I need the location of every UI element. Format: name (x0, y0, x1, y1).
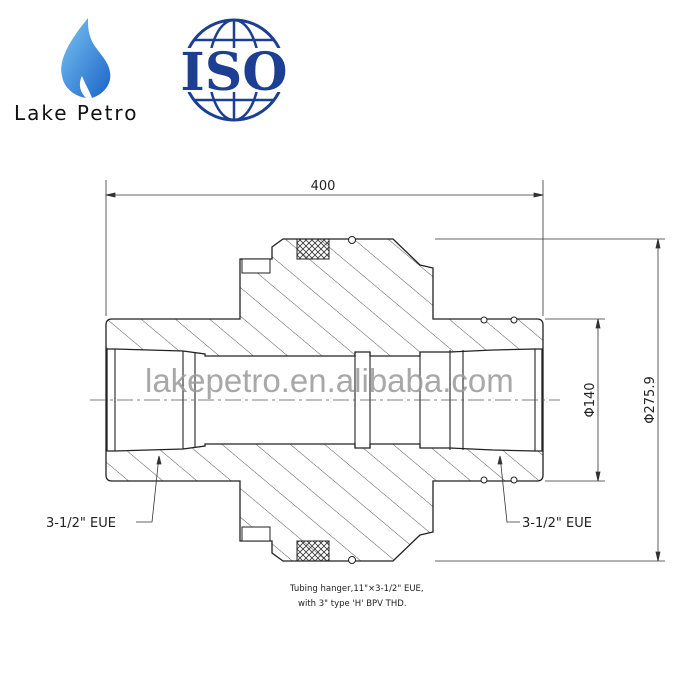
watermark: lakepetro.en.alibaba.com (145, 362, 514, 399)
iso-logo: ISO (172, 18, 296, 122)
right-thread-label: 3-1/2" EUE (522, 516, 592, 531)
left-thread-label: 3-1/2" EUE (46, 516, 116, 531)
lake-petro-logo (61, 18, 111, 98)
dimension-length (105, 180, 544, 316)
caption-line-1: Tubing hanger,11"×3-1/2" EUE, (289, 584, 424, 594)
packing-bottom (296, 540, 330, 562)
outer-diameter-label: Φ275.9 (643, 376, 658, 423)
lock-screw-top (241, 258, 271, 274)
leader-lines (136, 455, 520, 523)
lock-screw-bottom (241, 526, 271, 542)
inner-diameter-label: Φ140 (583, 382, 598, 417)
caption-line-2: with 3" type 'H' BPV THD. (298, 599, 407, 609)
iso-text: ISO (180, 42, 287, 103)
o-rings (348, 236, 518, 564)
company-name: Lake Petro (14, 101, 139, 125)
hanger-body (105, 238, 544, 562)
length-label: 400 (311, 179, 336, 194)
flame-icon (61, 18, 111, 98)
packing-top (296, 238, 330, 260)
dimension-diameters (435, 238, 665, 562)
